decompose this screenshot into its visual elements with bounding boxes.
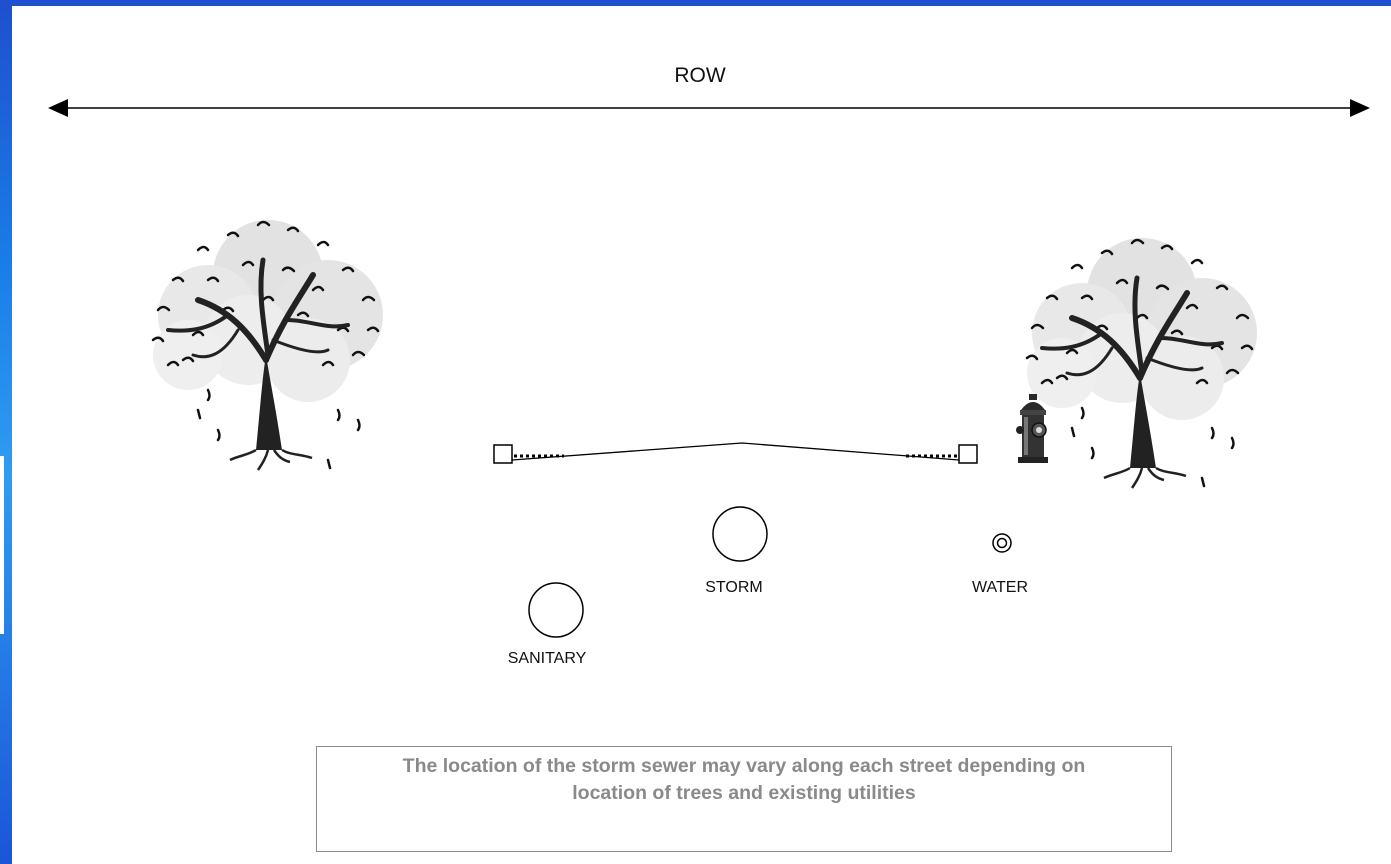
note-line-1: The location of the storm sewer may vary… [402, 755, 1086, 777]
catch-basin-left-icon [493, 444, 513, 464]
sanitary-label: SANITARY [508, 650, 587, 667]
storm-label: STORM [705, 579, 762, 596]
catch-basin-right-icon [958, 444, 978, 464]
fire-hydrant-icon [1016, 394, 1048, 463]
arrowhead-left-icon [48, 99, 68, 117]
water-pipe-icon [992, 533, 1012, 553]
road-surface-line [511, 442, 960, 461]
arrowhead-right-icon [1350, 99, 1370, 117]
sanitary-pipe-icon [528, 582, 584, 638]
note-line-2: location of trees and existing utilities [572, 782, 916, 804]
storm-pipe-icon [712, 506, 768, 562]
diagram-canvas [12, 6, 1391, 864]
background-strip [0, 456, 4, 634]
water-label: WATER [972, 579, 1028, 596]
note-box: The location of the storm sewer may vary… [316, 746, 1172, 852]
tree-icon [1027, 238, 1257, 488]
row-label: ROW [674, 64, 726, 87]
tree-icon [153, 220, 383, 470]
road-profile [493, 442, 978, 464]
